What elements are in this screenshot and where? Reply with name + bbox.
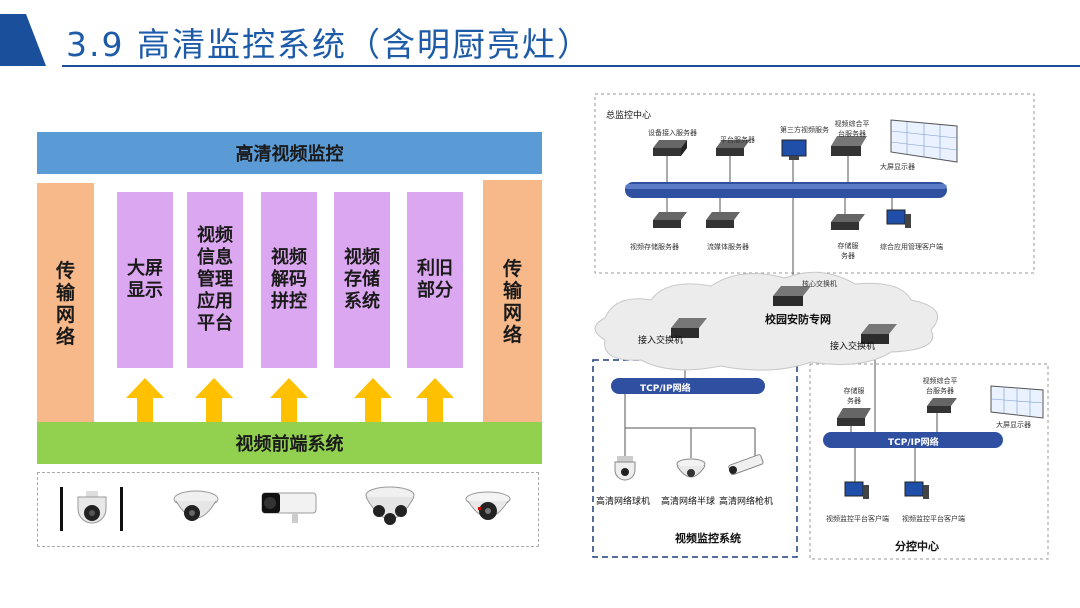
storage-server-label: 存储服务器 bbox=[837, 242, 859, 260]
network-topology-diagram bbox=[592, 93, 1049, 560]
hd-network-dome-icon bbox=[614, 456, 636, 481]
title-bar bbox=[0, 14, 1080, 67]
sub-platform-server-icon bbox=[927, 398, 957, 413]
tcpip-right-label: TCP/IP网络 bbox=[888, 438, 939, 448]
speed-dome-camera-icon bbox=[60, 487, 123, 531]
multi-sensor-camera-icon bbox=[365, 486, 415, 525]
module-legacy: 利旧部分 bbox=[407, 192, 463, 368]
video-wall-icon bbox=[890, 119, 958, 163]
sub-video-wall-label: 大屏显示器 bbox=[996, 421, 1031, 429]
headquarters-label: 总监控中心 bbox=[606, 111, 652, 121]
sub-video-wall-icon bbox=[990, 385, 1044, 419]
access-switch-right-icon bbox=[861, 324, 897, 344]
transport-network-right: 传输网络 bbox=[483, 180, 542, 424]
sub-storage-label: 存储服务器 bbox=[843, 387, 865, 405]
video-system-label: 视频监控系统 bbox=[675, 532, 741, 545]
sub-client-2-icon bbox=[904, 481, 929, 499]
ptz-mini-dome-camera-icon bbox=[465, 491, 511, 520]
core-switch-label: 核心交换机 bbox=[802, 280, 837, 288]
up-arrow-icon bbox=[416, 378, 454, 424]
up-arrow-icon bbox=[126, 378, 164, 424]
hd-dome-label: 高清网络球机 bbox=[596, 497, 651, 507]
third-party-monitor-icon bbox=[781, 139, 807, 160]
up-arrow-icon bbox=[270, 378, 308, 424]
access-switch-left-label: 接入交换机 bbox=[638, 336, 684, 346]
integrated-platform-icon bbox=[831, 136, 867, 156]
platform-server-icon bbox=[716, 140, 750, 156]
client-label: 综合应用管理客户端 bbox=[880, 243, 943, 251]
sub-client-1-icon bbox=[844, 481, 869, 499]
module-video-info-platform: 视频信息管理应用平台 bbox=[187, 192, 243, 368]
up-arrow-icon bbox=[354, 378, 392, 424]
sub-client-2-label: 视频监控平台客户端 bbox=[902, 515, 965, 523]
module-video-decode-label: 视频解码拼控 bbox=[271, 247, 307, 312]
tcpip-left-label: TCP/IP网络 bbox=[640, 384, 691, 394]
sub-center-frame bbox=[809, 363, 1049, 560]
module-video-info-platform-label: 视频信息管理应用平台 bbox=[197, 225, 233, 334]
core-switch-icon bbox=[773, 286, 811, 306]
sub-client-1-label: 视频监控平台客户端 bbox=[826, 515, 889, 523]
module-video-storage-label: 视频存储系统 bbox=[344, 247, 380, 312]
module-big-screen: 大屏显示 bbox=[117, 192, 173, 368]
transport-network-left: 传输网络 bbox=[37, 183, 94, 425]
client-workstation-icon bbox=[886, 209, 911, 228]
campus-network-cloud bbox=[594, 271, 939, 371]
up-arrow-icon bbox=[195, 378, 233, 424]
sub-center-label: 分控中心 bbox=[895, 540, 939, 553]
hd-bullet-label: 高清网络枪机 bbox=[719, 497, 774, 507]
access-switch-right-label: 接入交换机 bbox=[830, 342, 876, 352]
hd-network-half-dome-icon bbox=[676, 458, 706, 478]
access-server-icon bbox=[653, 140, 687, 156]
sub-platform-label: 视频综合平台服务器 bbox=[922, 377, 958, 395]
transport-network-right-label: 传输网络 bbox=[502, 258, 522, 346]
sub-storage-server-icon bbox=[837, 408, 871, 426]
page-title: 3.9 高清监控系统（含明厨亮灶） bbox=[66, 25, 592, 64]
headquarters-frame bbox=[594, 93, 1035, 274]
access-server-label: 设备接入服务器 bbox=[648, 129, 697, 137]
turret-camera-icon bbox=[173, 490, 219, 521]
platform-server-label: 平台服务器 bbox=[720, 136, 755, 144]
tcpip-bus-left bbox=[611, 378, 765, 394]
storage-server-icon bbox=[831, 214, 865, 230]
record-server-icon bbox=[653, 212, 687, 228]
integrated-platform-label: 视频综合平台服务器 bbox=[834, 120, 870, 138]
module-video-storage: 视频存储系统 bbox=[334, 192, 390, 368]
third-party-label: 第三方视频服务 bbox=[780, 126, 829, 134]
module-legacy-label: 利旧部分 bbox=[417, 258, 453, 301]
hd-network-bullet-icon bbox=[728, 454, 764, 476]
hd-video-surveillance-band: 高清视频监控 bbox=[37, 132, 542, 174]
module-big-screen-label: 大屏显示 bbox=[127, 258, 163, 301]
streaming-server-label: 流媒体服务器 bbox=[707, 243, 749, 251]
bullet-camera-icon bbox=[261, 492, 317, 523]
video-wall-label: 大屏显示器 bbox=[880, 163, 915, 171]
module-video-decode: 视频解码拼控 bbox=[261, 192, 317, 368]
hd-half-dome-label: 高清网络半球 bbox=[661, 497, 716, 507]
tcpip-bus-right bbox=[823, 432, 1003, 448]
streaming-server-icon bbox=[706, 212, 740, 228]
access-switch-left-icon bbox=[671, 318, 707, 338]
record-server-label: 视频存储服务器 bbox=[630, 243, 679, 251]
title-accent-shape bbox=[0, 14, 46, 66]
campus-network-label: 校园安防专网 bbox=[765, 313, 831, 326]
transport-network-left-label: 传输网络 bbox=[55, 260, 75, 348]
video-frontend-band: 视频前端系统 bbox=[37, 422, 542, 464]
camera-strip bbox=[37, 472, 539, 547]
